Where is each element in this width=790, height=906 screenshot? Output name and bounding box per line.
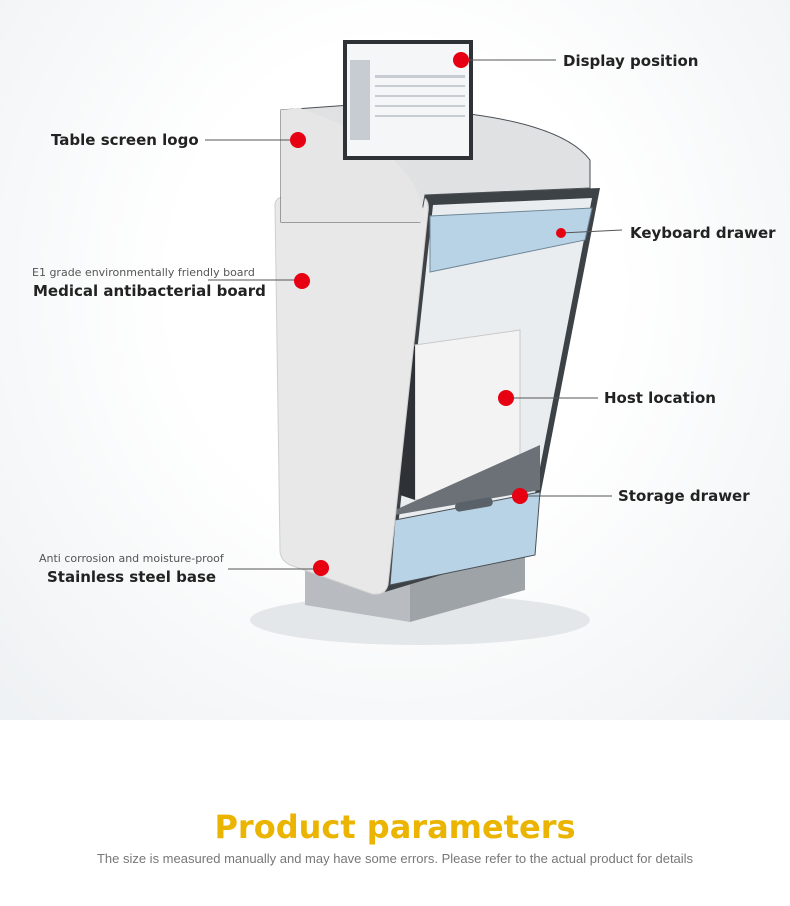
product-illustration (0, 0, 790, 720)
marker-base (313, 560, 329, 576)
label-keyboard-drawer: Keyboard drawer (630, 224, 776, 242)
marker-storage (512, 488, 528, 504)
kiosk-drawing (205, 40, 623, 645)
drawer-handle (455, 497, 493, 512)
logo-panel (281, 108, 425, 222)
label-storage-drawer: Storage drawer (618, 487, 750, 505)
marker-display (453, 52, 469, 68)
marker-keyboard (556, 228, 566, 238)
label-table-screen-logo: Table screen logo (51, 131, 199, 149)
label-host-location: Host location (604, 389, 716, 407)
marker-logo (290, 132, 306, 148)
label-base-sub: Anti corrosion and moisture-proof (39, 552, 224, 565)
section-title: Product parameters (214, 808, 576, 846)
marker-board (294, 273, 310, 289)
label-base: Stainless steel base (47, 568, 217, 586)
label-board: Medical antibacterial board (33, 282, 266, 300)
label-board-sub: E1 grade environmentally friendly board (32, 266, 255, 279)
label-display-position: Display position (563, 52, 699, 70)
marker-host (498, 390, 514, 406)
keyboard-drawer-shape (429, 207, 593, 273)
section-note: The size is measured manually and may ha… (96, 851, 694, 866)
